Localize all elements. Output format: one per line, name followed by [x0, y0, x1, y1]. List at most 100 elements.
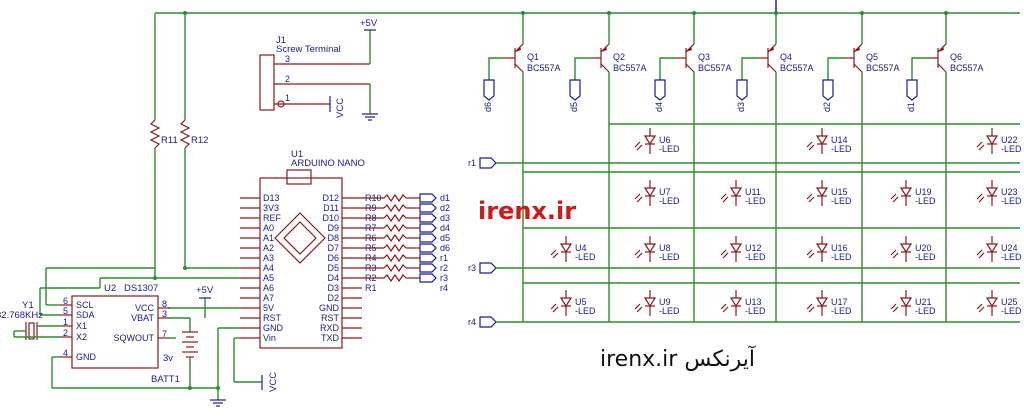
led-suffix: -LED [575, 252, 596, 262]
transistor-ref: Q6 [950, 52, 962, 62]
j1-ref: J1 [276, 35, 286, 46]
transistor-part: BC557A [527, 63, 561, 73]
led-ref: U5 [575, 297, 587, 307]
rtc-right-pin: SQWOUT [114, 333, 155, 343]
led-suffix: -LED [659, 144, 680, 154]
led: U22-LED [976, 128, 1022, 154]
arduino-right-pin: RXD [320, 323, 340, 333]
arduino-right-pin: GND [319, 303, 340, 313]
y1-ref: Y1 [22, 300, 34, 311]
rtc-right-pin: VBAT [131, 313, 154, 323]
arduino-right-pin: D2 [327, 293, 339, 303]
u2-ref: U2 [104, 283, 116, 294]
led-suffix: -LED [745, 196, 766, 206]
rtc-right-pin-number: 8 [162, 299, 167, 309]
rtc-left-pin: GND [76, 352, 97, 362]
led-ref: U20 [915, 243, 932, 253]
u1-name: ARDUINO NANO [291, 158, 365, 169]
arduino-left-pin: RST [263, 313, 282, 323]
led-suffix: -LED [1001, 252, 1022, 262]
arduino-right-pin: D8 [327, 233, 339, 243]
r11-label: R11 [161, 135, 178, 146]
led-suffix: -LED [745, 252, 766, 262]
led-ref: U9 [659, 297, 671, 307]
rtc-left-pin-number: 4 [63, 348, 68, 358]
led-suffix: -LED [831, 252, 852, 262]
vin-vcc-label: VCC [268, 372, 279, 392]
transistor-part: BC557A [698, 63, 732, 73]
arduino-right-pin: RST [321, 313, 340, 323]
led: U21-LED [890, 290, 936, 316]
j1-vcc-label: VCC [335, 98, 346, 118]
led-ref: U11 [745, 187, 761, 197]
j1-pin2: 2 [285, 74, 290, 84]
u1-ref: U1 [291, 149, 303, 160]
led: U25-LED [976, 290, 1022, 316]
rtc-left-pin-number: 1 [63, 317, 68, 327]
led: U23-LED [976, 180, 1022, 206]
rtc-left-pin-number: 6 [63, 296, 68, 306]
transistor-part: BC557A [613, 63, 647, 73]
led: U16-LED [806, 236, 852, 262]
j1-5v-label: +5V [360, 18, 378, 29]
transistor-base-label: d3 [736, 102, 746, 112]
pullup-resistors: R11 R12 [149, 13, 208, 280]
led-ref: U21 [915, 297, 932, 307]
led-suffix: -LED [915, 196, 936, 206]
screw-terminal-j1: J1 Screw Terminal 3 2 1 +5V VCC [259, 18, 378, 121]
rtc-left-pin: SDA [76, 310, 95, 320]
led-ref: U23 [1001, 187, 1018, 197]
arduino-left-pin: A3 [263, 253, 274, 263]
arduino-nano-u1: U1 ARDUINO NANO D133V3REFA0A1A2A3A4A5A6A… [240, 149, 365, 349]
rtc-right-pin-number: 7 [162, 329, 167, 339]
battery-ref: BATT1 [151, 374, 180, 385]
arduino-left-pin: GND [263, 323, 284, 333]
led: U15-LED [806, 180, 852, 206]
arduino-left-pin: A1 [263, 233, 274, 243]
j1-pin1: 1 [285, 93, 290, 103]
u2-name: DS1307 [124, 283, 158, 294]
led: U13-LED [720, 290, 766, 316]
row-label: r4 [468, 317, 476, 327]
row-line: r1 [468, 157, 1020, 169]
arduino-right-pin: D7 [327, 243, 339, 253]
led-ref: U17 [831, 297, 848, 307]
arduino-right-pin: D11 [323, 203, 339, 213]
led-suffix: -LED [915, 252, 936, 262]
transistor-base-label: d1 [906, 102, 916, 112]
led-suffix: -LED [659, 252, 680, 262]
arduino-left-pin: A2 [263, 243, 274, 253]
transistor-ref: Q5 [866, 52, 878, 62]
led-suffix: -LED [831, 144, 852, 154]
arduino-right-pin: TXD [321, 333, 340, 343]
arduino-right-pin: D3 [327, 283, 339, 293]
arduino-left-wiring: +5V VCC [39, 267, 279, 407]
led-ref: U15 [831, 187, 848, 197]
transistor-base-label: d6 [483, 102, 493, 112]
battery-value: 3v [163, 353, 173, 364]
led: U5-LED [550, 290, 596, 316]
transistor-base-label: d4 [654, 102, 664, 112]
led-suffix: -LED [1001, 306, 1022, 316]
rtc-right-pin: VCC [135, 303, 155, 313]
arduino-right-pin: D4 [327, 273, 339, 283]
led: U6-LED [634, 128, 680, 154]
led-ref: U6 [659, 135, 671, 145]
arduino-left-pin: A4 [263, 263, 274, 273]
led: U24-LED [976, 236, 1022, 262]
net-label: r3 [440, 273, 448, 283]
led-suffix: -LED [575, 306, 596, 316]
led: U7-LED [634, 180, 680, 206]
led-suffix: -LED [831, 196, 852, 206]
transistor-part: BC557A [780, 63, 814, 73]
top-power-rail [155, 0, 1020, 15]
led: U12-LED [720, 236, 766, 262]
led-ref: U8 [659, 243, 671, 253]
